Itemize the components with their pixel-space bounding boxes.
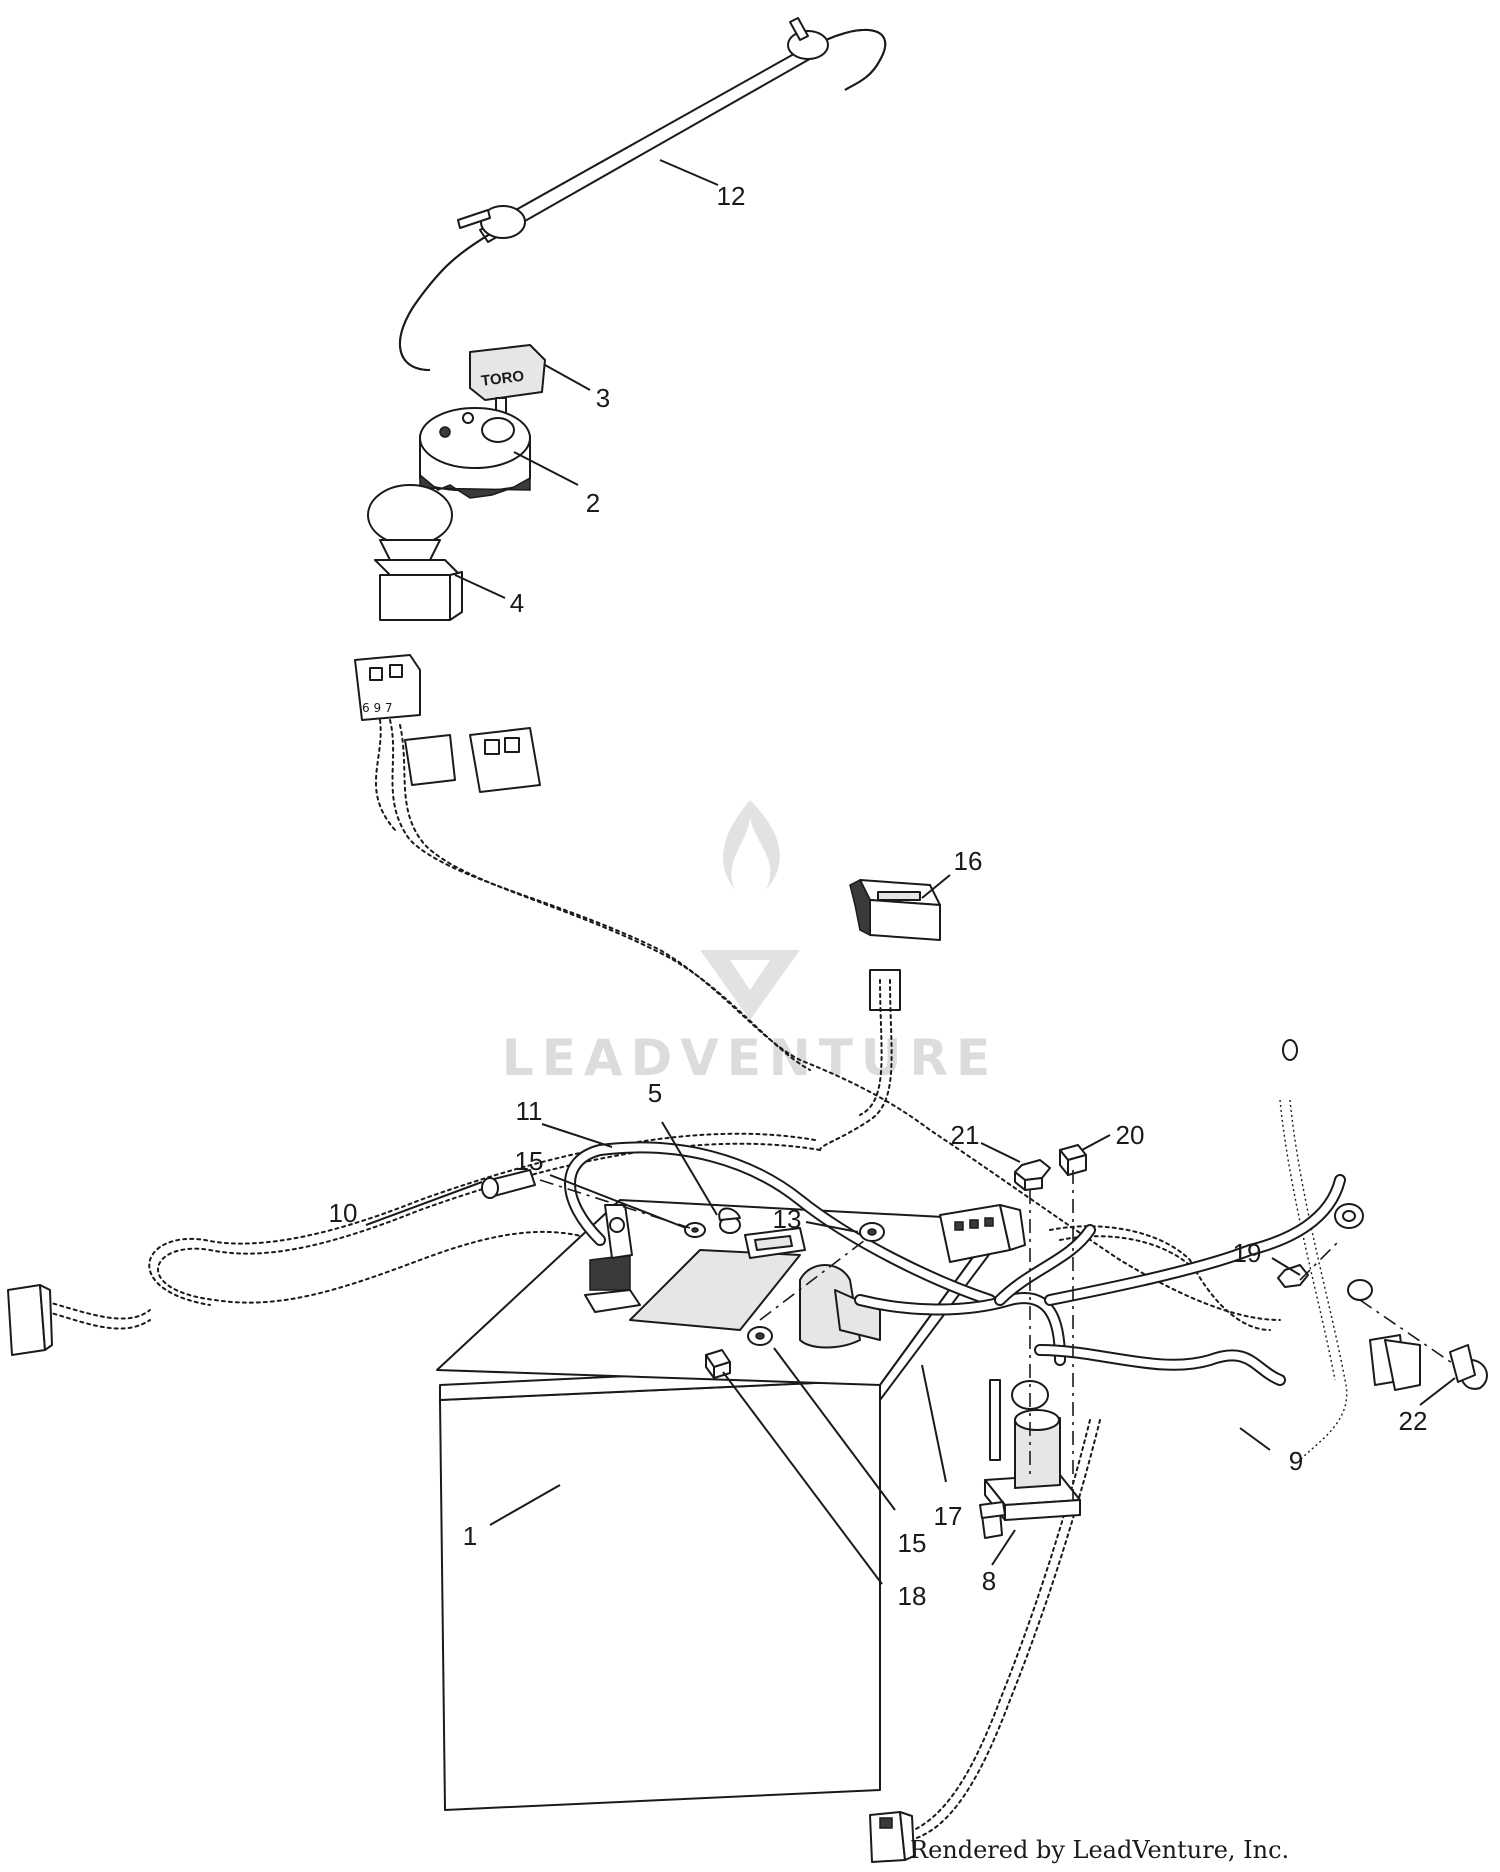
watermark-v-icon xyxy=(700,950,800,1020)
callout-12: 12 xyxy=(717,181,746,211)
leader-lines xyxy=(365,159,1456,1585)
callout-3: 3 xyxy=(596,383,610,413)
part-1-battery xyxy=(436,1199,1001,1811)
part-8-solenoid xyxy=(979,1379,1081,1539)
render-credit: Rendered by LeadVenture, Inc. xyxy=(910,1836,1289,1864)
callout-16: 16 xyxy=(954,846,983,876)
part-15-washer-upper xyxy=(684,1222,706,1238)
part-16-hour-meter xyxy=(849,878,941,1011)
callout-20: 20 xyxy=(1116,1120,1145,1150)
part-21-nut xyxy=(1014,1159,1051,1191)
key-brand-label: TORO xyxy=(480,368,525,390)
part-17-positive-cable xyxy=(854,1292,1066,1366)
harness-connector-bottom xyxy=(869,1811,915,1863)
callout-22: 22 xyxy=(1399,1406,1428,1436)
part-5-wing-nut xyxy=(718,1207,741,1234)
callout-17: 17 xyxy=(934,1501,963,1531)
battery-terminals xyxy=(584,1254,881,1349)
watermark-flame-icon xyxy=(723,800,780,890)
callout-labels: 1 2 3 4 5 8 9 10 11 12 13 15 15 16 17 18… xyxy=(329,181,1428,1611)
callout-8: 8 xyxy=(982,1566,996,1596)
harness-connector-left xyxy=(7,1284,53,1356)
harness-connector-mid xyxy=(939,1204,1421,1391)
callout-19: 19 xyxy=(1233,1238,1262,1268)
part-19-nut xyxy=(1277,1039,1373,1301)
part-2-ignition-switch xyxy=(419,407,531,499)
harness-connector-upper: 6 9 7 xyxy=(354,654,541,793)
part-18-bolt xyxy=(705,1349,731,1379)
part-15-washer-lower xyxy=(747,1326,773,1346)
callout-2: 2 xyxy=(586,488,600,518)
part-4-pto-switch xyxy=(367,484,463,621)
part-3-key: TORO xyxy=(469,344,546,425)
part-11-negative-cable xyxy=(564,1141,996,1306)
callout-10: 10 xyxy=(329,1198,358,1228)
part-12-hook-strap xyxy=(398,17,887,371)
callout-15-lower: 15 xyxy=(898,1528,927,1558)
assembly-lines xyxy=(539,1170,1456,1500)
part-10-pin xyxy=(481,1169,536,1199)
watermark: LEADVENTURE xyxy=(502,800,998,1087)
part-22-bolt xyxy=(1449,1344,1488,1390)
battery-bracket xyxy=(744,1227,806,1259)
callout-15-upper: 15 xyxy=(515,1146,544,1176)
callout-9: 9 xyxy=(1289,1446,1303,1476)
part-9-cable xyxy=(994,1174,1346,1386)
connector-pins-label: 6 9 7 xyxy=(362,701,393,715)
callout-11: 11 xyxy=(516,1096,543,1126)
callout-21: 21 xyxy=(951,1120,980,1150)
callout-18: 18 xyxy=(898,1581,927,1611)
watermark-text: LEADVENTURE xyxy=(502,1029,998,1087)
callout-5: 5 xyxy=(648,1078,662,1108)
callout-13: 13 xyxy=(773,1204,802,1234)
part-13-nut xyxy=(859,1222,885,1242)
callout-4: 4 xyxy=(510,588,524,618)
callout-1: 1 xyxy=(463,1521,477,1551)
